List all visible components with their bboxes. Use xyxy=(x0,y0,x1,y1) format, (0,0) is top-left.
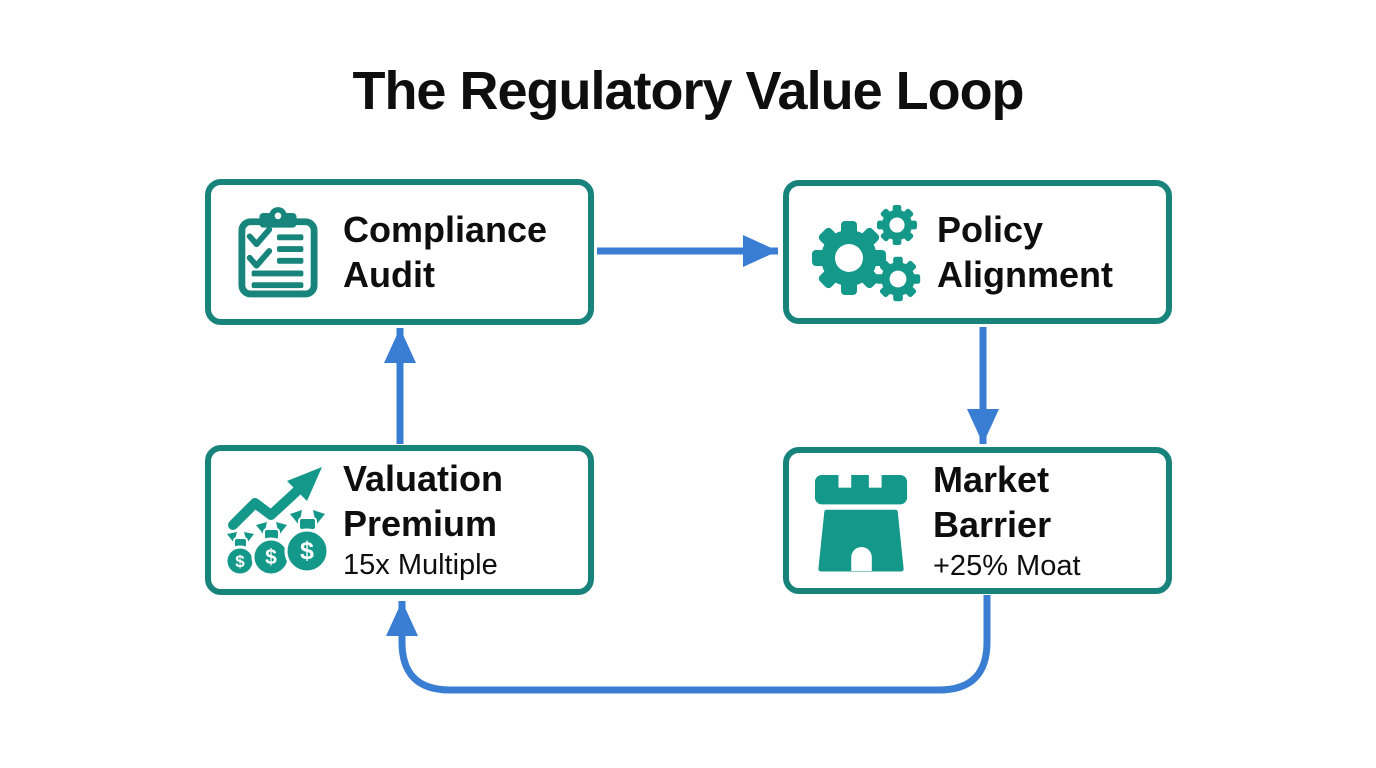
svg-text:$: $ xyxy=(265,546,277,569)
clipboard-checklist-icon xyxy=(237,205,319,299)
node-label-line2: Audit xyxy=(343,254,435,295)
node-label-line1: Compliance xyxy=(343,209,548,250)
node-label-line1: Policy xyxy=(937,209,1044,250)
arrow-market-to-valuation xyxy=(386,595,991,694)
node-label-line2: Barrier xyxy=(933,503,1052,545)
node-label-line1: Valuation xyxy=(343,458,504,499)
node-market-barrier: Market Barrier +25% Moat xyxy=(783,447,1172,594)
svg-text:$: $ xyxy=(235,552,245,571)
node-subtitle: +25% Moat xyxy=(933,549,1081,582)
node-subtitle: 15x Multiple xyxy=(343,549,498,581)
node-policy-alignment: Policy Alignment xyxy=(783,180,1172,324)
svg-text:$: $ xyxy=(300,537,314,565)
node-label-line1: Market xyxy=(933,458,1050,500)
diagram-title: The Regulatory Value Loop xyxy=(352,61,1024,121)
node-valuation-premium: $ $ $ xyxy=(205,445,594,595)
castle-icon xyxy=(813,467,911,575)
money-growth-icon: $ $ $ xyxy=(225,459,337,581)
node-label-line2: Premium xyxy=(343,503,498,544)
node-label-line2: Alignment xyxy=(937,254,1113,295)
node-compliance-audit: Compliance Audit xyxy=(205,179,594,325)
gears-icon xyxy=(805,200,925,304)
